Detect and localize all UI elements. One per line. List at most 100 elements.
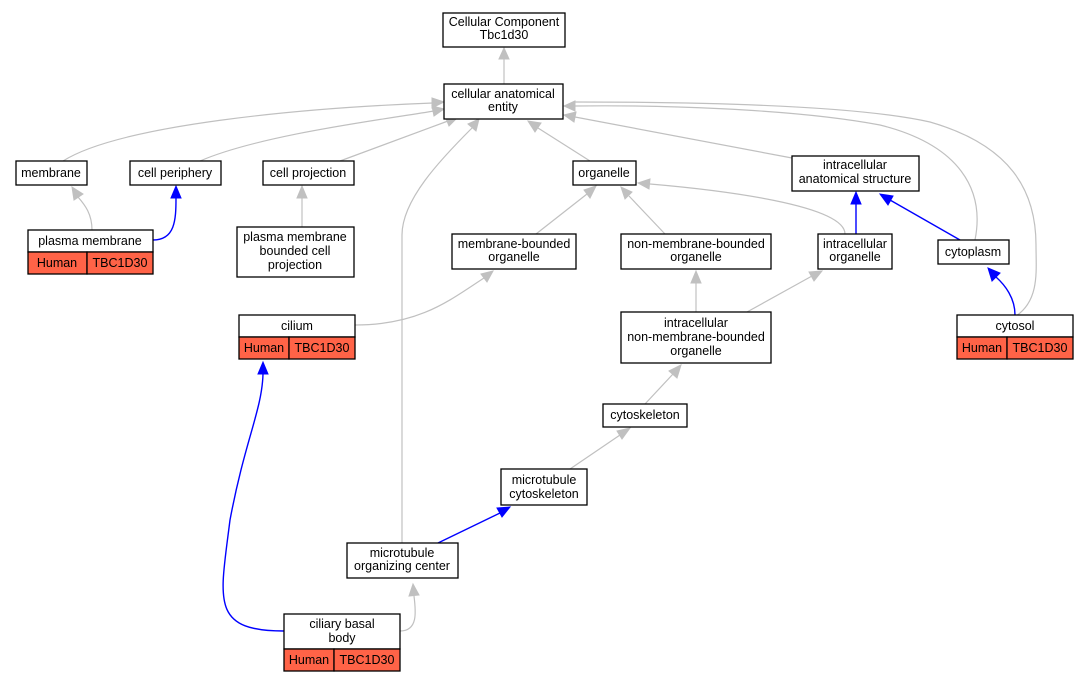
node-label-line: microtubule xyxy=(512,473,577,487)
annotation-species: Human xyxy=(962,341,1002,355)
node-microtubule-cytoskeleton[interactable]: microtubule cytoskeleton xyxy=(500,468,588,506)
arrowhead xyxy=(431,97,446,109)
edge-cytoplasm-to-cae xyxy=(574,105,978,241)
edge-plasmamembrane-to-membrane xyxy=(77,196,93,231)
arrowhead xyxy=(987,267,1001,282)
node-label-line: plasma membrane xyxy=(243,230,347,244)
annotation-gene-cell xyxy=(288,336,356,360)
arrowhead xyxy=(690,269,702,284)
edge-membrane-to-cae xyxy=(62,102,434,162)
edge-cellperiphery-to-cae xyxy=(199,110,435,162)
node-label-line: ciliary basal xyxy=(309,617,374,631)
node-label-line: cytoskeleton xyxy=(610,408,680,422)
annotation-gene: TBC1D30 xyxy=(1013,341,1068,355)
arrowhead xyxy=(636,178,651,190)
edge-inmbo-to-io xyxy=(746,275,813,313)
annotation-gene-cell xyxy=(333,648,401,672)
edge-plasmamembrane-to-cellperiphery xyxy=(152,197,177,241)
arrowhead xyxy=(296,184,308,199)
edge-nmbo-to-organelle xyxy=(628,195,666,235)
node-box xyxy=(443,83,564,120)
node-plasma-membrane[interactable]: plasma membrane Human TBC1D30 xyxy=(27,229,154,275)
edge-cytosol-to-cae xyxy=(574,101,1037,317)
node-label-line: non-membrane-bounded xyxy=(627,330,765,344)
node-label-line: Cellular Component xyxy=(449,15,560,29)
node-plasma-membrane-bounded-cell-projection[interactable]: plasma membrane bounded cell projection xyxy=(236,226,355,278)
node-box xyxy=(620,233,772,270)
node-label-line: cytosol xyxy=(996,319,1035,333)
node-membrane-bounded-organelle[interactable]: membrane-bounded organelle xyxy=(451,233,577,270)
annotation-gene: TBC1D30 xyxy=(93,256,148,270)
arrowhead xyxy=(562,100,576,112)
node-intracellular-non-membrane-bounded-organelle[interactable]: intracellular non-membrane-bounded organ… xyxy=(620,311,772,364)
annotation-species: Human xyxy=(37,256,77,270)
arrowhead xyxy=(808,270,824,282)
node-label-line: plasma membrane xyxy=(38,234,142,248)
annotation-species: Human xyxy=(289,653,329,667)
node-cytosol[interactable]: cytosol Human TBC1D30 xyxy=(956,314,1074,360)
edge-cbb-to-mtoc xyxy=(399,595,416,632)
node-box xyxy=(262,160,355,186)
node-root[interactable]: Cellular Component Tbc1d30 xyxy=(442,12,566,48)
node-box xyxy=(283,613,401,650)
node-ciliary-basal-body[interactable]: ciliary basal body Human TBC1D30 xyxy=(283,613,401,672)
arrowhead xyxy=(526,120,542,133)
node-cilium[interactable]: cilium Human TBC1D30 xyxy=(238,314,356,360)
node-label-line: organelle xyxy=(488,250,539,264)
annotation-gene-cell xyxy=(1006,336,1074,360)
node-label-line: organelle xyxy=(670,250,721,264)
arrowhead xyxy=(878,193,894,206)
node-label-line: cytoskeleton xyxy=(509,487,579,501)
annotation-species: Human xyxy=(244,341,284,355)
arrowhead xyxy=(467,118,480,132)
arrowhead xyxy=(71,185,84,201)
edge-cytoplasm-to-ias xyxy=(889,199,961,241)
node-box xyxy=(937,239,1010,265)
arrowhead xyxy=(257,360,269,375)
node-label-line: microtubule xyxy=(370,546,435,560)
arrowhead xyxy=(850,190,862,205)
node-non-membrane-bounded-organelle[interactable]: non-membrane-bounded organelle xyxy=(620,233,772,270)
node-cell-projection[interactable]: cell projection xyxy=(262,160,355,186)
edge-cytoskeleton-to-inmbo xyxy=(644,373,674,405)
node-label-line: anatomical structure xyxy=(799,172,912,186)
node-label-line: projection xyxy=(268,258,322,272)
edge-mtoc-to-cae xyxy=(401,127,473,543)
node-box xyxy=(15,160,88,186)
edge-mbo-to-organelle xyxy=(535,193,588,235)
edges xyxy=(62,46,1037,632)
node-label-line: intracellular xyxy=(664,316,728,330)
node-label-line: intracellular xyxy=(823,237,887,251)
edge-cbb-to-cilium xyxy=(222,373,285,632)
node-label-line: organelle xyxy=(578,166,629,180)
node-microtubule-organizing-center[interactable]: microtubule organizing center xyxy=(346,542,459,579)
annotation-gene: TBC1D30 xyxy=(340,653,395,667)
arrowhead xyxy=(496,506,512,518)
node-organelle[interactable]: organelle xyxy=(572,160,637,186)
arrowhead xyxy=(170,184,182,199)
node-box xyxy=(346,542,459,579)
node-membrane[interactable]: membrane xyxy=(15,160,88,186)
node-cytoplasm[interactable]: cytoplasm xyxy=(937,239,1010,265)
edge-mtcytoskeleton-to-cytoskeleton xyxy=(569,434,621,470)
edge-ias-to-cae xyxy=(574,116,793,159)
arrowhead xyxy=(668,364,682,379)
node-box xyxy=(451,233,577,270)
node-label-line: membrane-bounded xyxy=(458,237,571,251)
node-cellular-anatomical-entity[interactable]: cellular anatomical entity xyxy=(443,83,564,120)
edge-cytosol-to-cytoplasm xyxy=(995,276,1016,316)
node-intracellular-organelle[interactable]: intracellular organelle xyxy=(817,233,893,270)
node-box xyxy=(817,233,893,270)
node-label-line: intracellular xyxy=(823,158,887,172)
node-label-line: cell periphery xyxy=(138,166,213,180)
node-cell-periphery[interactable]: cell periphery xyxy=(129,160,222,186)
node-intracellular-anatomical-structure[interactable]: intracellular anatomical structure xyxy=(791,155,920,192)
arrowhead xyxy=(480,270,494,283)
edge-organelle-to-cae xyxy=(537,127,591,162)
nodes: Cellular Component Tbc1d30 cellular anat… xyxy=(15,12,1074,672)
node-cytoskeleton[interactable]: cytoskeleton xyxy=(602,403,688,428)
node-label-line: non-membrane-bounded xyxy=(627,237,765,251)
node-label-line: cellular anatomical xyxy=(451,87,555,101)
edge-cilium-to-mbo xyxy=(354,277,485,326)
